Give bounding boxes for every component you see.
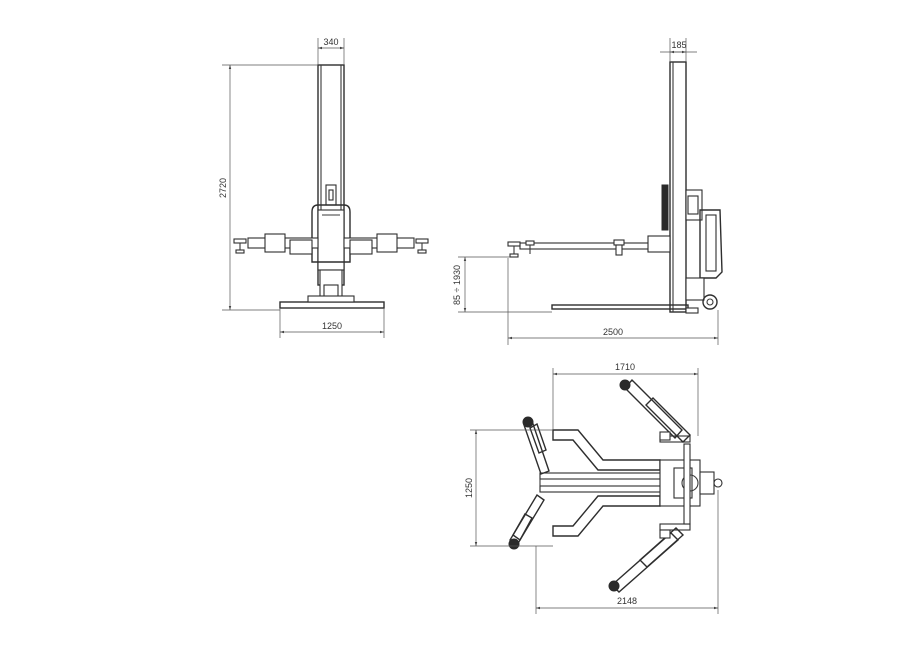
side-top-width-label: 185 bbox=[671, 40, 686, 50]
front-height-label: 2720 bbox=[218, 178, 228, 198]
front-view: 340 2720 1250 bbox=[218, 37, 429, 338]
side-base-length-label: 2500 bbox=[603, 327, 623, 337]
top-view: 1710 1250 2148 bbox=[464, 362, 723, 614]
top-total-length-label: 2148 bbox=[617, 596, 637, 606]
top-width-label: 1710 bbox=[615, 362, 635, 372]
front-base-width-label: 1250 bbox=[322, 321, 342, 331]
side-lift-range-label: 85 ÷ 1930 bbox=[452, 265, 462, 305]
top-height-label: 1250 bbox=[464, 478, 474, 498]
front-top-width-label: 340 bbox=[323, 37, 338, 47]
side-view: 185 85 ÷ 1930 2500 bbox=[452, 38, 723, 345]
